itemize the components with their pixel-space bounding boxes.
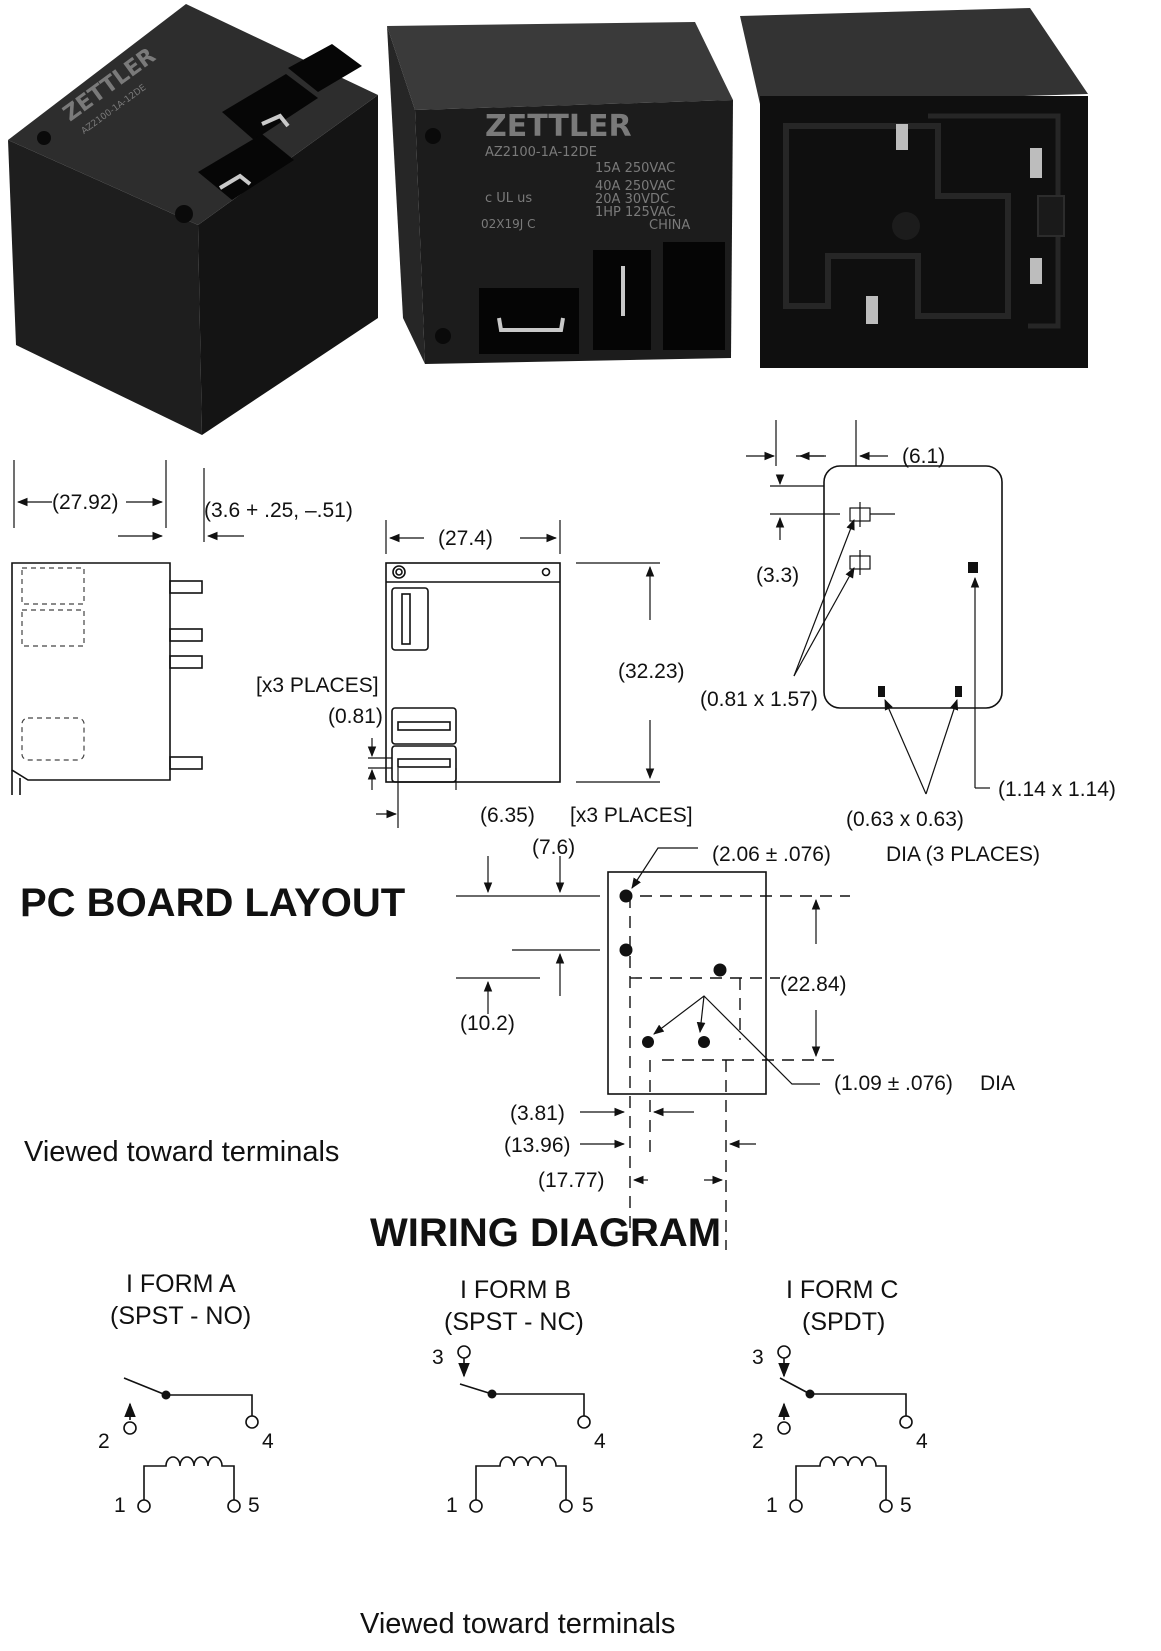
pcb-dim-top: (7.6) xyxy=(532,836,575,859)
form-b-type: (SPST - NC) xyxy=(444,1308,584,1336)
side-view: (27.92) (3.6 + .25, –.51) xyxy=(11,460,353,795)
pcb-layout: PC BOARD LAYOUT Viewed toward terminals … xyxy=(20,836,1040,1250)
relay-photo-front: ZETTLER AZ2100-1A-12DE 15A 250VAC 40A 25… xyxy=(387,22,733,364)
bottom-view: (6.1) (3.3) (0.81 x 1.57) (0.63 x 0.63) … xyxy=(700,420,1116,831)
pcb-dim-b2: (13.96) xyxy=(504,1134,571,1157)
top-thickness-dim: (0.81) xyxy=(328,705,383,728)
bottom-pin-dim-1: (0.81 x 1.57) xyxy=(700,688,818,711)
top-pitch-dim: (6.35) xyxy=(480,804,535,827)
top-places-label-2: [x3 PLACES] xyxy=(570,804,693,827)
form-a-name: I FORM A xyxy=(126,1270,236,1298)
wiring-caption: Viewed toward terminals xyxy=(360,1608,675,1640)
pcb-dim-b1: (3.81) xyxy=(510,1102,565,1125)
form-b: I FORM B (SPST - NC) 3 4 1 5 xyxy=(432,1276,606,1517)
form-b-pin-4: 4 xyxy=(594,1430,606,1453)
form-a-pin-2: 2 xyxy=(98,1430,110,1453)
pcb-layout-caption: Viewed toward terminals xyxy=(24,1136,339,1168)
top-view: (27.4) (32.23) [x3 PLACES] (0.81) xyxy=(256,520,693,828)
form-c-pin-4: 4 xyxy=(916,1430,928,1453)
pcb-dim-height: (22.84) xyxy=(780,973,847,996)
pcb-dim-b3: (17.77) xyxy=(538,1169,605,1192)
form-a-pin-4: 4 xyxy=(262,1430,274,1453)
form-b-name: I FORM B xyxy=(460,1276,571,1304)
relay-part-number: AZ2100-1A-12DE xyxy=(485,145,597,160)
pcb-hole-small-note: DIA xyxy=(980,1072,1015,1095)
form-c-type: (SPDT) xyxy=(802,1308,885,1336)
top-width-dim: (27.4) xyxy=(438,527,493,550)
wiring-title: WIRING DIAGRAM xyxy=(370,1211,721,1255)
pcb-layout-title: PC BOARD LAYOUT xyxy=(20,881,405,925)
form-b-pin-5: 5 xyxy=(582,1494,594,1517)
relay-cert-mark: c UL us xyxy=(485,191,532,206)
relay-rating-4: 1HP 125VAC xyxy=(595,205,676,220)
pcb-hole-small-dim: (1.09 ± .076) xyxy=(834,1072,953,1095)
bottom-offset-dim: (6.1) xyxy=(902,445,945,468)
form-a-pin-5: 5 xyxy=(248,1494,260,1517)
form-b-pin-3: 3 xyxy=(432,1346,444,1369)
bottom-pin-dim-2: (0.63 x 0.63) xyxy=(846,808,964,831)
relay-date-code: 02X19J C xyxy=(481,217,536,231)
wiring-diagram: WIRING DIAGRAM Viewed toward terminals I… xyxy=(98,1211,928,1640)
form-a: I FORM A (SPST - NO) 2 4 1 5 xyxy=(98,1270,274,1517)
bottom-pin-dim-3: (1.14 x 1.14) xyxy=(998,778,1116,801)
form-a-type: (SPST - NO) xyxy=(110,1302,251,1330)
form-a-pin-1: 1 xyxy=(114,1494,126,1517)
bottom-gap-dim: (3.3) xyxy=(756,564,799,587)
relay-rating-3: 20A 30VDC xyxy=(595,192,669,207)
form-c-pin-2: 2 xyxy=(752,1430,764,1453)
top-height-dim: (32.23) xyxy=(618,660,685,683)
top-places-label: [x3 PLACES] xyxy=(256,674,379,697)
relay-origin: CHINA xyxy=(649,218,690,233)
form-c-pin-5: 5 xyxy=(900,1494,912,1517)
form-c: I FORM C (SPDT) 3 2 4 1 5 xyxy=(752,1276,928,1517)
form-b-pin-1: 1 xyxy=(446,1494,458,1517)
pcb-hole-large-dim: (2.06 ± .076) xyxy=(712,843,831,866)
relay-photo-angled: ZETTLER AZ2100-1A-12DE xyxy=(8,4,378,435)
form-c-name: I FORM C xyxy=(786,1276,899,1304)
terminal-length-dim: (3.6 + .25, –.51) xyxy=(204,499,353,522)
relay-photo-bottom xyxy=(740,8,1088,368)
relay-brand-mark: ZETTLER xyxy=(485,109,632,144)
pcb-dim-left: (10.2) xyxy=(460,1012,515,1035)
relay-rating-1: 15A 250VAC xyxy=(595,161,675,176)
side-width-dim: (27.92) xyxy=(52,491,119,514)
form-c-pin-1: 1 xyxy=(766,1494,778,1517)
relay-rating-2: 40A 250VAC xyxy=(595,179,675,194)
pcb-hole-large-note: DIA (3 PLACES) xyxy=(886,843,1040,866)
form-c-pin-3: 3 xyxy=(752,1346,764,1369)
